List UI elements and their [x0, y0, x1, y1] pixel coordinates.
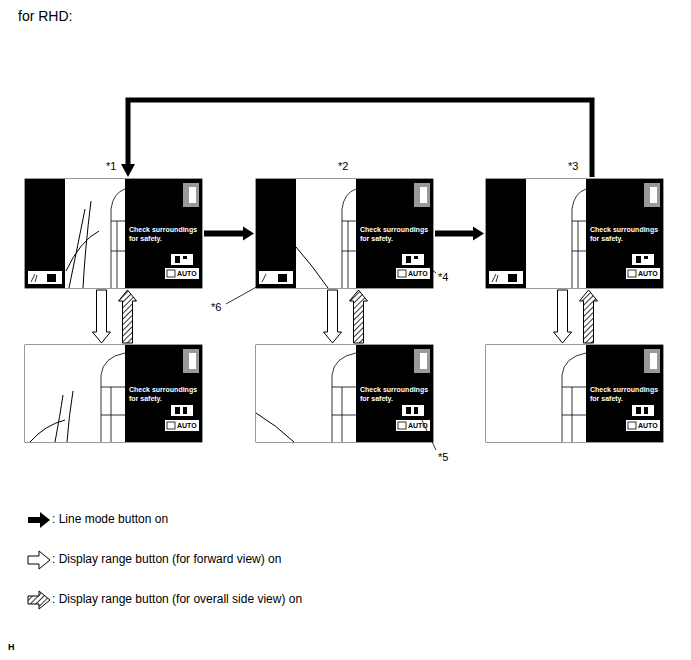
screen-message: Check surroundings for safety.: [360, 385, 430, 403]
flow-arrow: [121, 100, 592, 177]
screen-panel: Check surroundings for safety. AUTO: [25, 179, 202, 288]
screen-message: Check surroundings for safety.: [590, 225, 660, 243]
legend-text: : Display range button (for overall side…: [52, 592, 302, 606]
button-label: AUTO: [177, 268, 197, 279]
screen-panel: Check surroundings for safety. AUTO: [486, 345, 663, 442]
callout-number: *1: [106, 160, 116, 172]
flow-arrow: [350, 290, 368, 343]
callout-number: *6: [211, 301, 221, 313]
flow-arrow: [93, 290, 111, 343]
button-label: AUTO: [638, 268, 658, 279]
button-label: AUTO: [638, 420, 658, 431]
screen-message: Check surroundings for safety.: [590, 385, 660, 403]
screen-message: Check surroundings for safety.: [129, 385, 199, 403]
legend-text: : Line mode button on: [52, 512, 168, 526]
button-label: AUTO: [408, 268, 428, 279]
legend-text: : Display range button (for forward view…: [52, 552, 281, 566]
callout-number: *5: [438, 451, 448, 463]
flow-arrow: [204, 227, 254, 241]
callout-number: *2: [338, 160, 348, 172]
screen-message: Check surroundings for safety.: [129, 225, 199, 243]
flow-arrow: [324, 290, 342, 343]
title: for RHD:: [18, 8, 72, 24]
screen-message: Check surroundings for safety.: [360, 225, 430, 243]
screen-panel: Check surroundings for safety. AUTO: [25, 345, 202, 442]
callout-number: *3: [568, 160, 578, 172]
flow-arrow: [580, 290, 598, 343]
callout-number: *4: [438, 271, 448, 283]
flow-arrow: [554, 290, 572, 343]
figure-code: H: [8, 642, 15, 652]
flow-arrow: [119, 290, 137, 343]
button-label: AUTO: [408, 420, 428, 431]
screen-panel: Check surroundings for safety. AUTO: [256, 179, 433, 288]
screen-panel: Check surroundings for safety. AUTO: [256, 345, 433, 442]
button-label: AUTO: [177, 420, 197, 431]
flow-arrow: [435, 227, 484, 241]
screen-panel: Check surroundings for safety. AUTO: [486, 179, 663, 288]
